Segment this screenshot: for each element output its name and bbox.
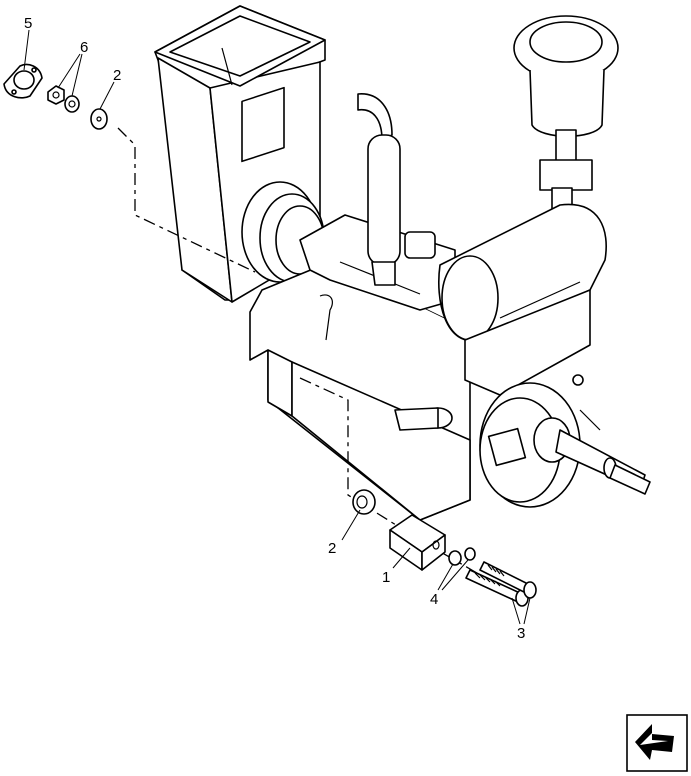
washer-part-2a: [90, 108, 108, 130]
air-cleaner: [513, 15, 619, 221]
pto-housing: [479, 374, 651, 508]
leader-4b: [441, 559, 469, 591]
callout-1: 1: [382, 569, 390, 586]
callout-6: 6: [80, 39, 88, 56]
flange-part-5: [3, 63, 43, 99]
leader-2b: [341, 509, 361, 541]
bolt-part-3b: [479, 561, 537, 599]
leader-4a: [437, 563, 454, 591]
nut-part-6a: [47, 85, 65, 105]
leader-3b: [523, 597, 531, 625]
leader-6a: [57, 53, 81, 89]
callout-2-upper: 2: [113, 67, 121, 84]
next-page-arrow-icon[interactable]: [626, 714, 688, 772]
washer-part-4a: [448, 550, 462, 566]
centerline-upper: [117, 127, 256, 273]
callout-4: 4: [430, 591, 438, 608]
leader-1: [392, 547, 411, 569]
callout-5: 5: [24, 15, 32, 32]
callout-3: 3: [517, 625, 525, 642]
callout-2-lower: 2: [328, 540, 336, 557]
leader-5: [23, 29, 30, 71]
nut-part-6b: [64, 95, 80, 113]
leader-6b: [71, 53, 83, 97]
washer-part-4b: [464, 547, 476, 561]
fuel-tank: [438, 203, 607, 396]
leader-3a: [511, 597, 521, 625]
block-part-1: [389, 514, 446, 571]
leader-2a: [99, 81, 115, 110]
washer-part-2b: [352, 489, 376, 515]
exhaust-muffler: [357, 93, 401, 286]
